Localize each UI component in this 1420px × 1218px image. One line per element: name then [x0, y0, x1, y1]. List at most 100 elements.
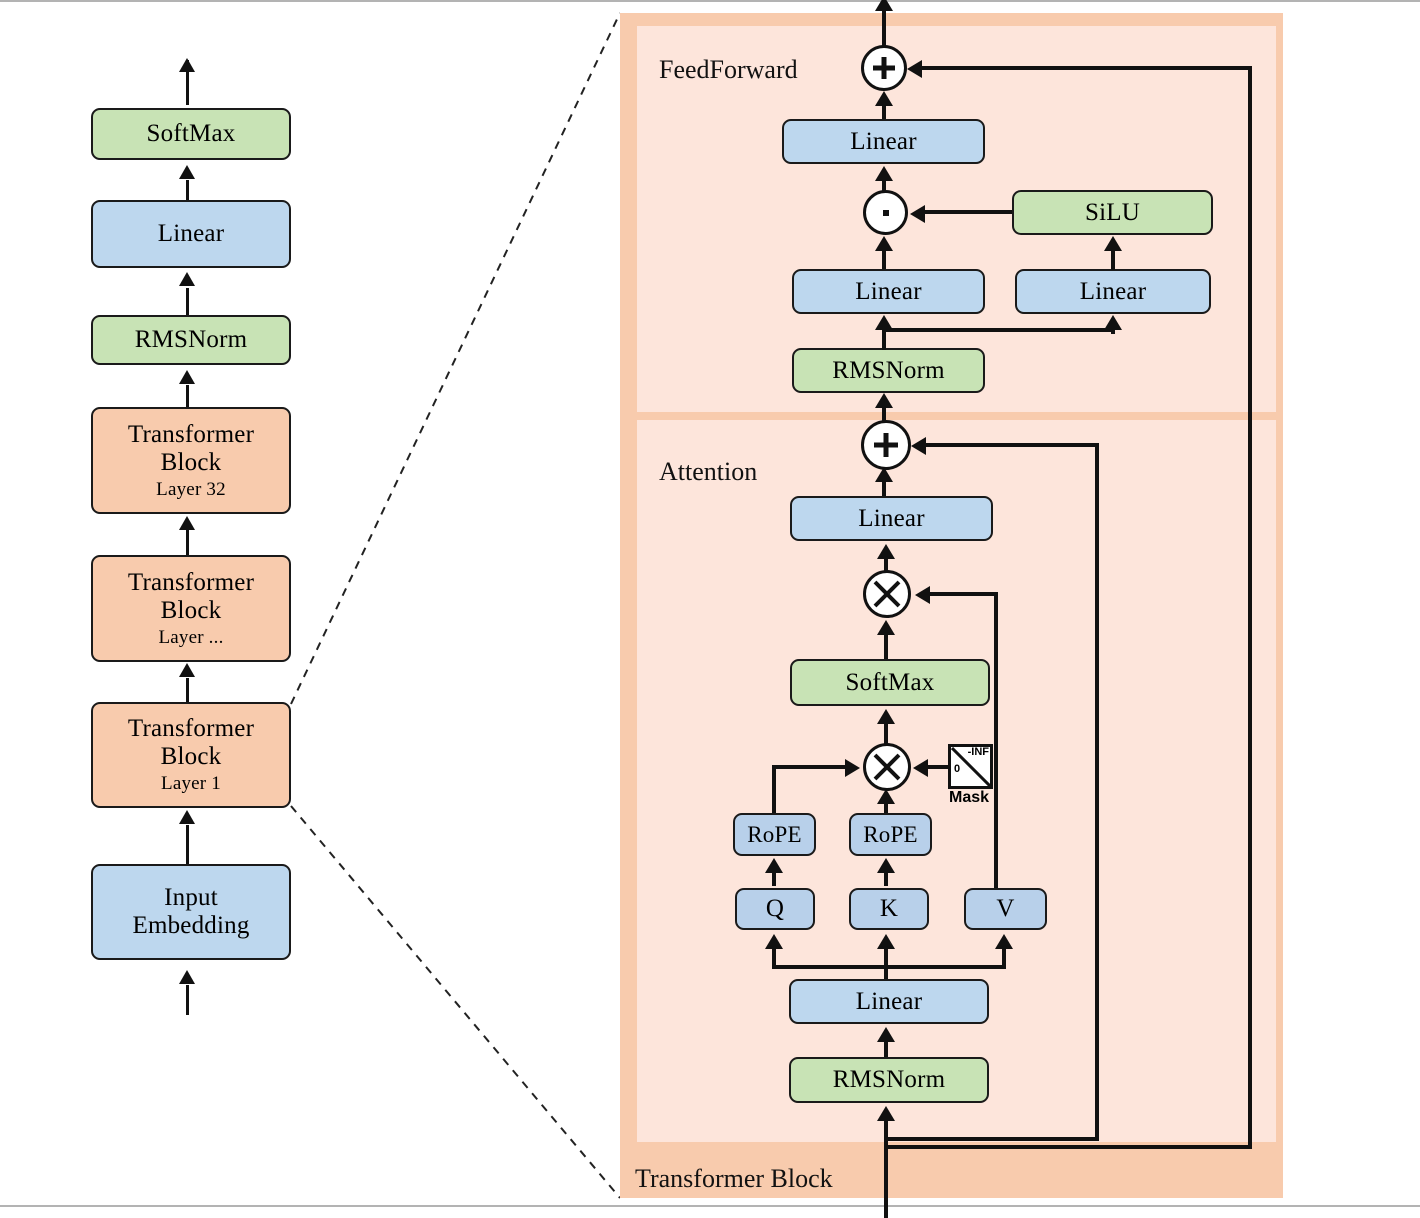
arrow-head-input [179, 970, 195, 984]
arrow-shaft-into-ff-rmsnorm [882, 405, 886, 427]
attention-multiply-op-qk [863, 743, 911, 791]
mask-to-mul-arrow [913, 759, 928, 777]
node-label: Q [765, 895, 785, 922]
ff-residual-arrow-head [907, 60, 922, 78]
ff-residual-vertical [1248, 70, 1252, 410]
node-label: SoftMax [845, 668, 935, 696]
node-transformer-block-32: Transformer Block Layer 32 [91, 407, 291, 514]
node-label: Linear [855, 277, 922, 305]
node-label-2: Block [160, 448, 222, 476]
arrow-shaft-block1 [186, 825, 189, 865]
ff-residual-long-vertical [1248, 410, 1252, 1149]
attention-add-op [861, 420, 911, 470]
v-to-mul-horizontal [930, 592, 998, 596]
node-label: Transformer [127, 715, 255, 743]
qkv-arrow-k [877, 934, 895, 949]
node-ff-linear-up: Linear [1015, 269, 1211, 314]
node-label: SiLU [1085, 198, 1140, 226]
arrow-shaft-ff-norm-to-gate [882, 328, 886, 350]
arrow-head-softmax [179, 165, 195, 179]
arrow-shaft-blockdots [186, 678, 189, 710]
node-ff-silu: SiLU [1012, 190, 1213, 235]
arrow-head-block32 [179, 516, 195, 530]
k-to-ropek-line [884, 870, 888, 886]
k-to-ropek-arrow [877, 858, 895, 873]
arrow-shaft-out-top [186, 60, 189, 105]
qkv-arrow-q [765, 934, 783, 949]
node-label-2: Block [160, 743, 222, 771]
ropeq-to-mul-arrow [845, 759, 860, 777]
arrow-head-softmax-to-mul [877, 620, 895, 635]
node-label: Linear [850, 127, 917, 155]
ropek-to-mul-vertical [884, 800, 888, 818]
v-to-mul-arrow [915, 586, 930, 604]
node-attn-rope-q: RoPE [733, 813, 816, 856]
node-transformer-block-1: Transformer Block Layer 1 [91, 702, 291, 808]
qkv-split-rail [772, 965, 1006, 969]
node-label: V [996, 895, 1015, 922]
attn-residual-tap [884, 1137, 1099, 1141]
node-label: K [879, 895, 899, 922]
arrow-head-blockdots [179, 663, 195, 677]
ff-residual-tap [884, 1145, 1252, 1149]
qkv-riser-k [884, 948, 888, 966]
node-label-2: Embedding [132, 912, 250, 939]
arrow-head-rmsnorm-to-linear [877, 1027, 895, 1042]
mask-upper-value: -INF [967, 746, 989, 758]
node-label: SoftMax [146, 120, 236, 147]
attn-residual-arrow-head [911, 437, 926, 455]
arrow-shaft-linear-head [186, 288, 189, 318]
node-softmax: SoftMax [91, 108, 291, 160]
ff-split-riser [1111, 328, 1115, 334]
ropeq-to-mul-horizontal [772, 765, 850, 769]
node-label: Transformer [127, 420, 255, 448]
node-attn-k: K [849, 888, 929, 930]
arrow-shaft-input [186, 985, 189, 1015]
q-to-ropeq-arrow [765, 858, 783, 873]
node-sublabel: Layer 1 [161, 773, 221, 795]
node-attn-rope-k: RoPE [849, 813, 932, 856]
mask-to-mul-line [928, 765, 950, 769]
node-label: RoPE [747, 821, 802, 847]
node-linear-head: Linear [91, 200, 291, 268]
arrow-head-ff-up-to-silu [1104, 236, 1122, 251]
arrow-head-linear-head [179, 272, 195, 286]
transformer-block-panel-label: Transformer Block [635, 1164, 833, 1193]
ff-residual-horizontal-top [912, 66, 1252, 70]
node-label: Input [164, 884, 218, 911]
arrow-head-into-ff-rmsnorm [875, 393, 893, 408]
attn-residual-horizontal [916, 443, 1099, 447]
feedforward-add-op [861, 45, 907, 91]
q-to-ropeq-line [772, 870, 776, 886]
node-rmsnorm-final: RMSNorm [91, 315, 291, 365]
arrow-head-ff-out [875, 0, 893, 11]
node-ff-linear-out: Linear [782, 119, 985, 164]
arrow-shaft-block32 [186, 530, 189, 562]
attention-mask-glyph: -INF 0 [948, 744, 993, 789]
arrow-shaft-ff-gate [882, 248, 886, 270]
arrow-head-ff-norm-to-up [1104, 315, 1122, 330]
node-label-2: Block [160, 596, 222, 624]
qkv-riser-v [1002, 948, 1006, 966]
qkv-arrow-v [995, 934, 1013, 949]
attention-multiply-op-av [863, 570, 911, 618]
node-label: Linear [855, 987, 923, 1015]
node-label: RMSNorm [134, 326, 248, 353]
arrow-shaft-softmax-to-mul [884, 632, 888, 660]
arrow-head-ff-linear-out [875, 91, 893, 106]
qkv-riser-q [772, 948, 776, 966]
arrow-head-ff-gate [875, 236, 893, 251]
arrow-head-out-top [179, 58, 195, 72]
arrow-shaft-qk-to-softmax [884, 722, 888, 747]
arrow-shaft-rmsnorm-final [186, 385, 189, 415]
attention-mask-label: Mask [949, 789, 990, 806]
arrow-shaft-ff-up-to-silu [1111, 248, 1115, 270]
node-attn-linear-qkv: Linear [789, 979, 989, 1024]
arrow-head-qk-to-softmax [877, 709, 895, 724]
page-rule-bottom [0, 1205, 1420, 1207]
node-input-embedding: Input Embedding [91, 864, 291, 960]
attn-residual-vertical [1095, 445, 1099, 1140]
node-sublabel: Layer 32 [156, 478, 226, 500]
node-ff-rmsnorm: RMSNorm [792, 348, 985, 393]
qkv-trunk [884, 965, 888, 981]
